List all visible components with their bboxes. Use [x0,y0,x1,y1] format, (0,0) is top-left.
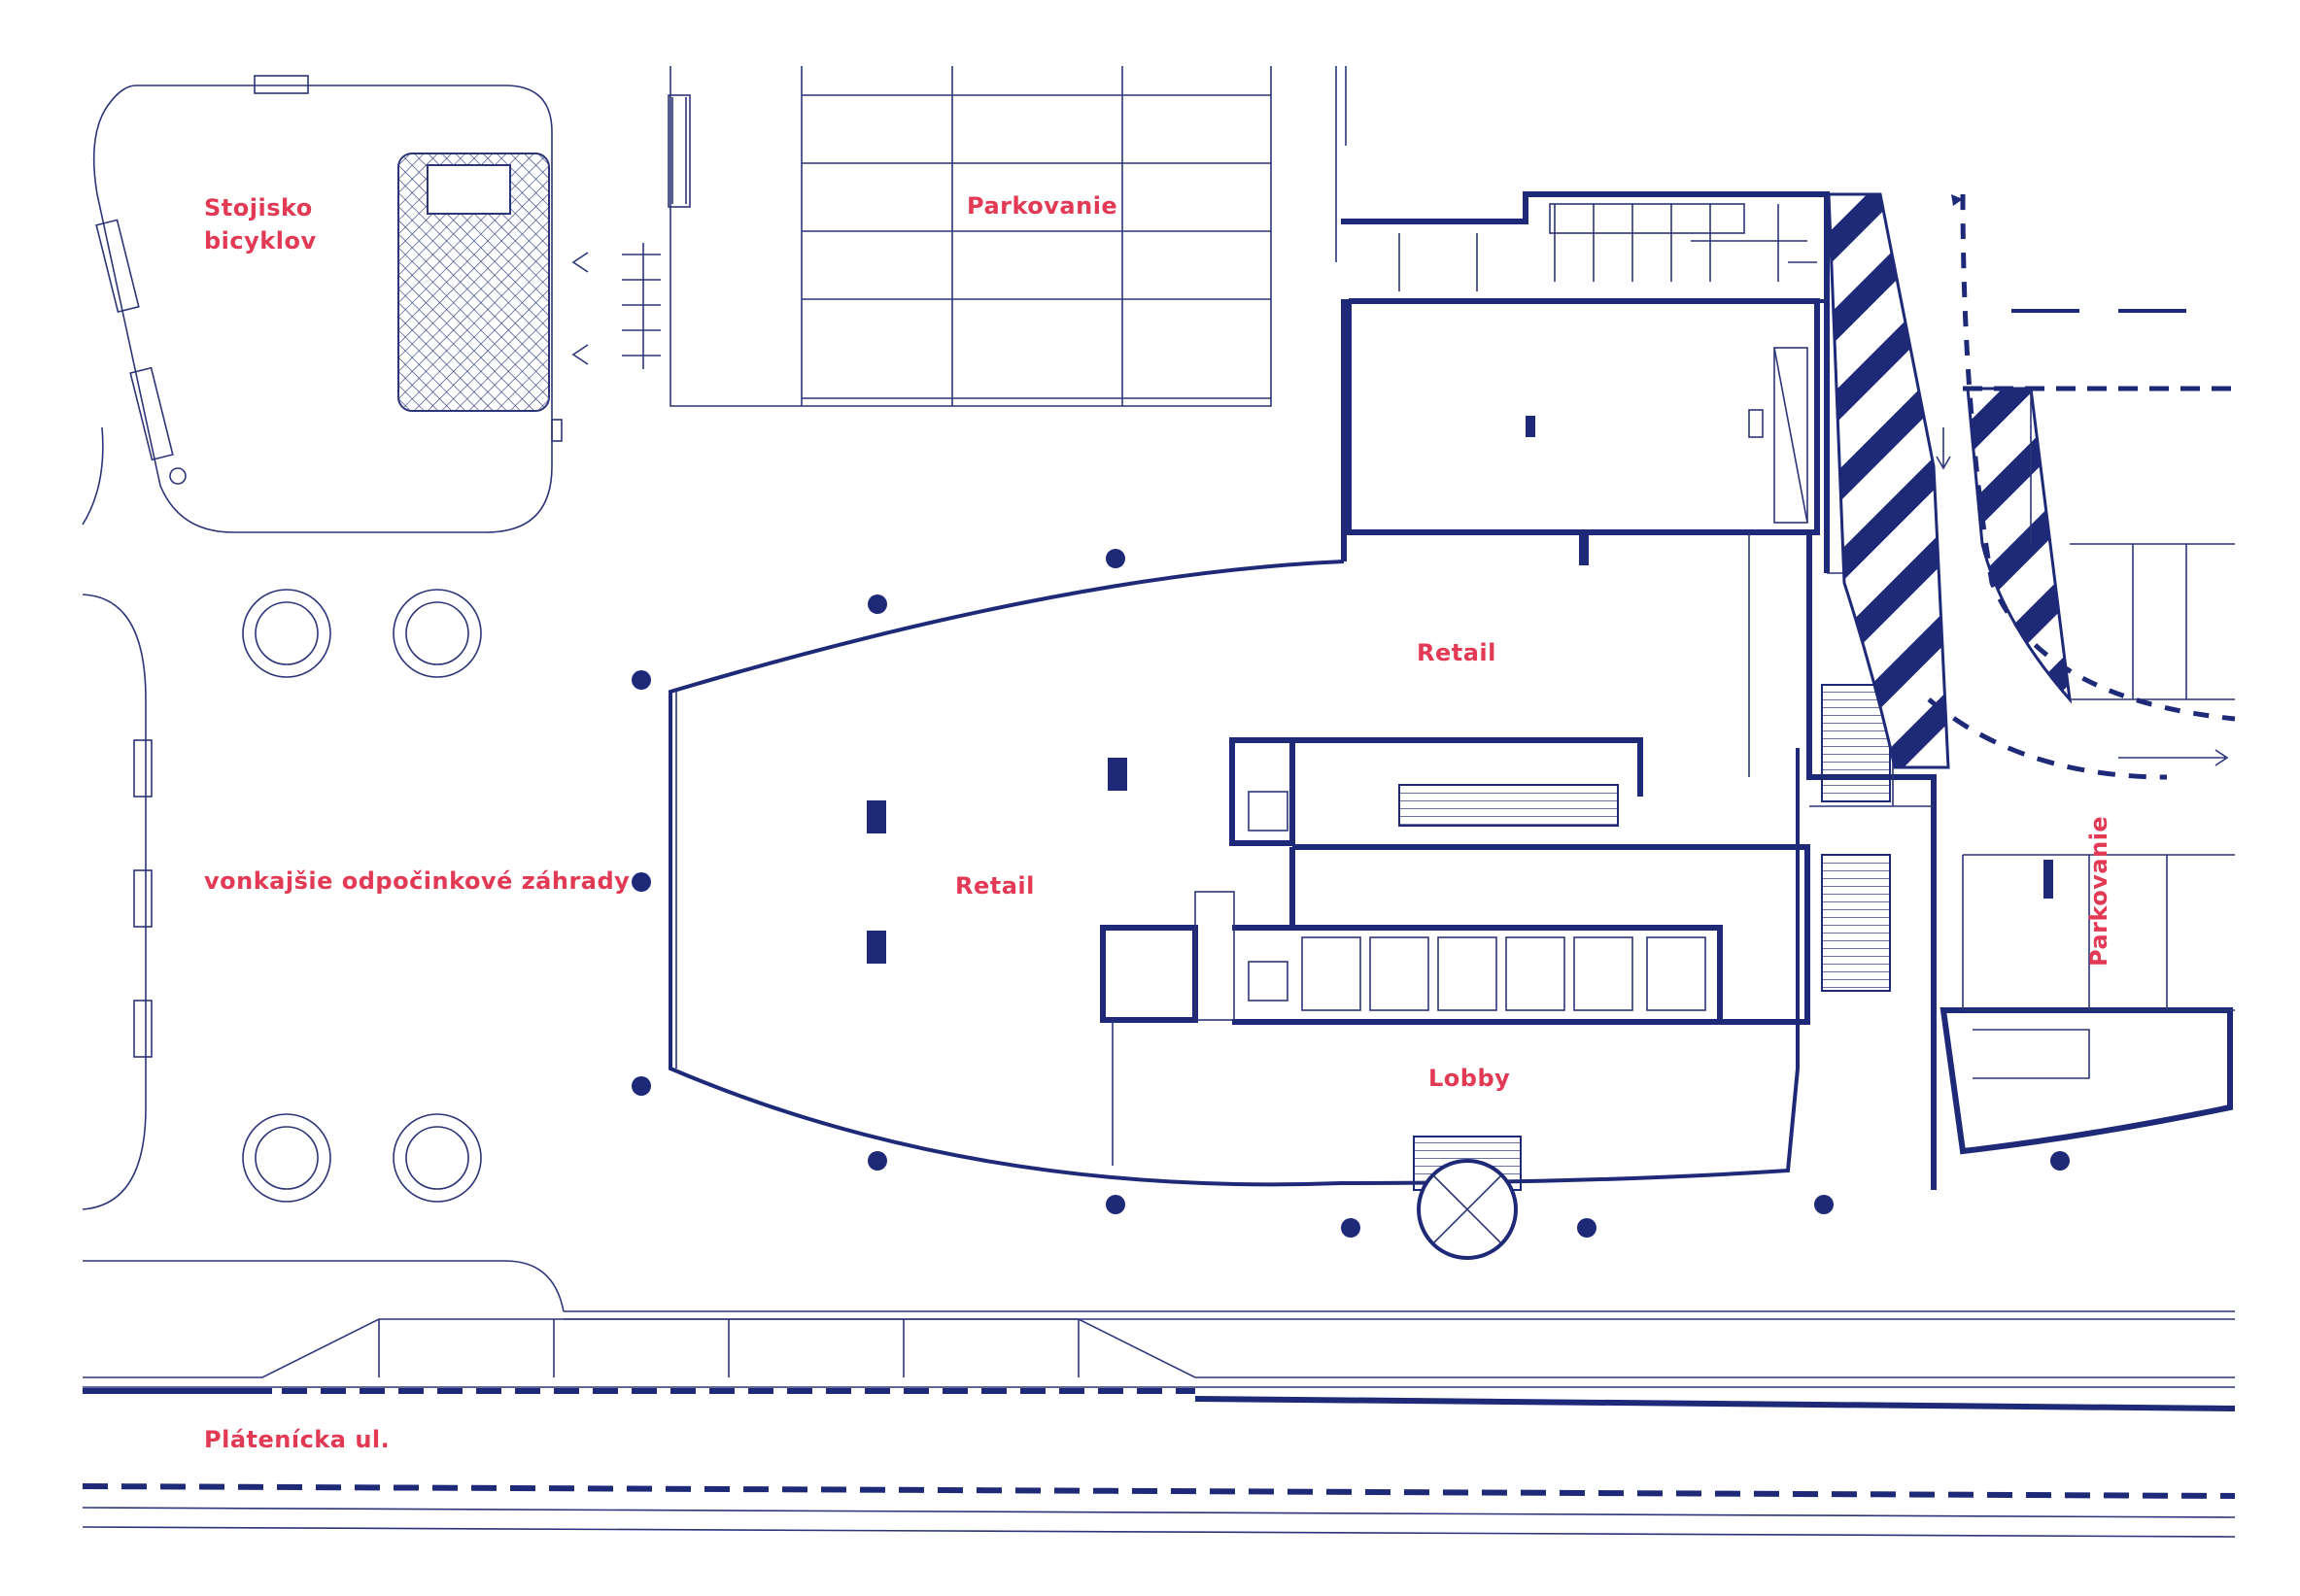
bike-parking-label-line2: bicyklov [204,227,317,255]
street [82,1260,2236,1538]
lobby-label: Lobby [1428,1065,1510,1092]
parking-lot-right [1927,193,2236,1011]
parking-lot-top [669,66,1347,407]
bike-shelter-mesh [397,153,550,412]
bike-parking-area [92,75,589,533]
exterior-columns [632,549,2070,1238]
hatched-driveway [1827,192,1950,769]
bench [95,219,174,461]
main-building [669,532,1937,1260]
parking-top-label: Parkovanie [967,192,1117,220]
elevator-bank [1232,925,1723,1020]
parking-right-label: Parkovanie [2085,816,2112,967]
structural-columns [867,758,1127,964]
bike-parking-label-line1: Stojisko [204,194,313,221]
garden-area [82,426,482,1210]
hatched-parking-bay [1966,387,2073,704]
retail-main-label: Retail [955,872,1035,900]
bike-racks [622,94,691,369]
retail-upper-label: Retail [1417,639,1496,666]
gardens-label: vonkajšie odpočinkové záhrady [204,867,630,895]
tree [242,589,482,1203]
inner-core [1100,737,1810,1166]
right-wing [1809,301,2233,1155]
service-wing [1341,191,1830,303]
street-label: Plátenícka ul. [204,1426,390,1453]
retail-upper-unit [1341,298,1820,565]
